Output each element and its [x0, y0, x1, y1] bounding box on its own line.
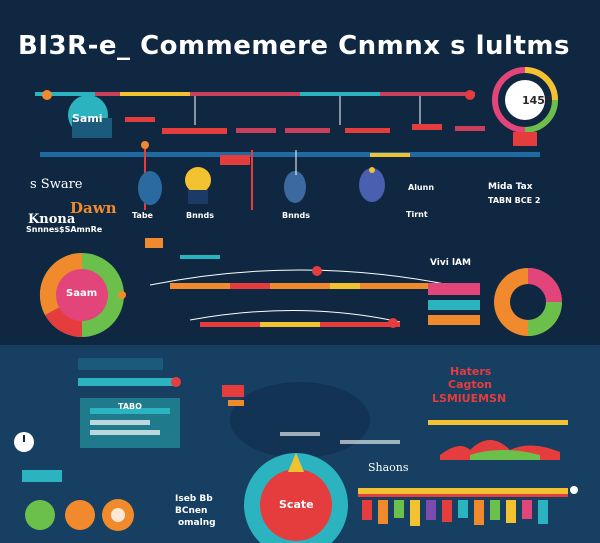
donut-bottom-label: Scate — [279, 498, 314, 511]
label-mida: Mida Tax — [488, 182, 533, 192]
timeline-node — [42, 90, 52, 100]
label-cagton: Cagton — [448, 378, 493, 391]
strip-bar — [474, 500, 484, 525]
mid-band — [40, 152, 540, 157]
strip-bar — [522, 500, 532, 519]
strip-bar — [506, 500, 516, 523]
list-panel — [78, 358, 163, 370]
leaf-icon — [25, 500, 55, 530]
strip-bar — [362, 500, 372, 520]
label-omalng: omalng — [178, 518, 216, 528]
timeline-node — [465, 90, 475, 100]
label-sware: s Sware — [30, 177, 83, 192]
figure-marker — [185, 167, 211, 193]
strip-bar — [394, 500, 404, 518]
strip-bar — [458, 500, 468, 518]
strip-bar — [410, 500, 420, 526]
label-knona: Knona — [28, 212, 76, 227]
label-shaons: Shaons — [368, 461, 409, 474]
flow-bar — [170, 283, 440, 289]
label-tirnt: Tirnt — [406, 210, 428, 219]
label-bnds-2: Bnnds — [282, 211, 310, 220]
label-lsmiuemsn: LSMlUEMSN — [432, 392, 507, 405]
strip-bar — [538, 500, 548, 524]
label-tabn: TABN BCE 2 — [488, 196, 541, 205]
label-vivi: Vivi lAM — [430, 258, 471, 268]
strip-bar — [442, 500, 452, 522]
label-tabe: Tabe — [132, 211, 153, 220]
figure-marker — [359, 168, 385, 202]
target-icon — [65, 500, 95, 530]
strip-bar — [378, 500, 388, 524]
label-iseb: Iseb Bb — [175, 494, 213, 504]
top-timeline — [35, 92, 475, 96]
figure-marker — [284, 171, 306, 203]
label-dawn: Dawn — [70, 199, 117, 217]
label-haters: Haters — [450, 365, 492, 378]
page-title: BI3R-e_ Commemere Cnmnx s lultms — [18, 31, 570, 61]
world-map — [230, 382, 370, 458]
label-bcnen: BCnen — [175, 506, 208, 516]
globe-label: Sami — [72, 112, 103, 125]
label-almnn: Alunn — [408, 183, 435, 192]
label-bnds-1: Bnnds — [186, 211, 214, 220]
gauge-value: 1455 — [522, 94, 553, 107]
donut-left-label: Saam — [66, 288, 98, 299]
area-baseline — [428, 420, 568, 425]
strip-bar — [426, 500, 436, 520]
mini-panel — [428, 283, 480, 295]
label-sahnes: Snnnes$SAmnRe — [26, 225, 103, 234]
label-tabo: TABO — [118, 402, 142, 411]
bar-strip — [358, 488, 568, 494]
figure-marker — [138, 171, 162, 205]
strip-bar — [490, 500, 500, 520]
